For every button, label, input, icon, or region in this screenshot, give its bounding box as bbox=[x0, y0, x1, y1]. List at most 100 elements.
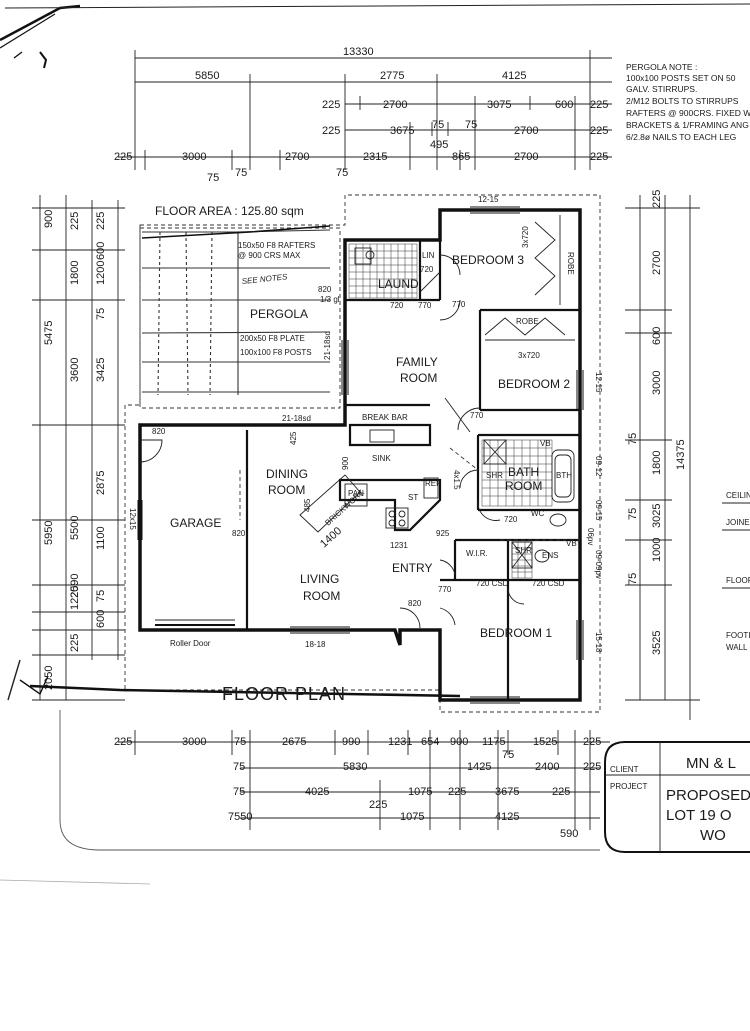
project-title: WO bbox=[700, 827, 726, 844]
dim-top: 2700 bbox=[514, 151, 538, 163]
dim-label: 4x1.5 bbox=[452, 470, 461, 490]
dim-right: 1000 bbox=[651, 538, 663, 562]
dim-right: 3000 bbox=[651, 371, 663, 395]
dim-left: 1225 bbox=[69, 586, 81, 610]
room-label-dining: DINING bbox=[266, 467, 308, 481]
label-break-bar: BREAK BAR bbox=[362, 413, 408, 422]
note-line: 2/M12 BOLTS TO STIRRUPS bbox=[626, 96, 739, 106]
vanity-label: VB bbox=[566, 539, 577, 548]
floor-plan bbox=[124, 194, 601, 713]
pergola-rafters-note: 150x50 F8 RAFTERS bbox=[238, 241, 315, 250]
room-label-robe: ROBE bbox=[516, 317, 539, 326]
dim-bottom: 75 bbox=[502, 749, 514, 761]
dim-top: 3075 bbox=[487, 99, 511, 111]
dim-top: 865 bbox=[452, 151, 470, 163]
dim-bottom: 225 bbox=[552, 786, 570, 798]
pergola-note: PERGOLA NOTE : 100x100 POSTS SET ON 50 G… bbox=[626, 62, 750, 142]
dim-top: 75 bbox=[235, 167, 247, 179]
room-label-family: FAMILY bbox=[396, 355, 438, 369]
dim-bottom: 225 bbox=[448, 786, 466, 798]
dim-top: 225 bbox=[114, 151, 132, 163]
room-label-robe: ROBE bbox=[566, 252, 575, 275]
dim-bottom: 900 bbox=[450, 736, 468, 748]
room-label-bedroom-3: BEDROOM 3 bbox=[452, 253, 524, 267]
doors bbox=[139, 254, 525, 629]
shower bbox=[483, 439, 507, 465]
door-size: 770 bbox=[418, 301, 432, 310]
side-label: CEILIN bbox=[726, 491, 750, 500]
note-line: GALV. STIRRUPS. bbox=[626, 84, 697, 94]
dim-bottom: 1525 bbox=[533, 736, 557, 748]
dim-label: 425 bbox=[289, 431, 298, 445]
room-label-laundry: LAUND bbox=[378, 277, 419, 291]
door-size: 820 bbox=[318, 285, 332, 294]
dim-right: 2700 bbox=[651, 251, 663, 275]
laundry-tiles bbox=[348, 243, 418, 299]
pergola-rafters-note: @ 900 CRS MAX bbox=[238, 251, 301, 260]
door-size: 720 CSD bbox=[476, 579, 509, 588]
dim-bottom: 654 bbox=[421, 736, 439, 748]
window-size: 12-15 bbox=[594, 372, 603, 393]
dim-bottom: 225 bbox=[369, 799, 387, 811]
stove-label: ST bbox=[408, 493, 418, 502]
note-line: 100x100 POSTS SET ON 50 bbox=[626, 73, 736, 83]
dim-top: 75 bbox=[336, 167, 348, 179]
pantry bbox=[344, 483, 368, 507]
dim-top: 225 bbox=[590, 125, 608, 137]
cooktop bbox=[385, 507, 409, 529]
door-size: 720 bbox=[390, 301, 404, 310]
door-size: 770 bbox=[470, 411, 484, 420]
project-title: LOT 19 O bbox=[666, 807, 732, 824]
dim-left: 3425 bbox=[95, 358, 107, 382]
dim-right: 3525 bbox=[651, 631, 663, 655]
dim-top: 5850 bbox=[195, 70, 219, 82]
window-size: 06pv bbox=[586, 528, 595, 545]
window-size: 21-18sd bbox=[323, 331, 332, 360]
dim-left: 225 bbox=[69, 634, 81, 652]
dim-bottom: 75 bbox=[233, 786, 245, 798]
windows bbox=[137, 206, 584, 704]
note-line: 6/2.8ø NAILS TO EACH LEG bbox=[626, 132, 736, 142]
window-size: 09-12 bbox=[594, 456, 603, 477]
room-label-living: LIVING bbox=[300, 572, 339, 586]
window-size: 15-18 bbox=[594, 632, 603, 653]
dim-bottom: 1075 bbox=[408, 786, 432, 798]
dim-top: 225 bbox=[590, 99, 608, 111]
room-label-bedroom-2: BEDROOM 2 bbox=[498, 377, 570, 391]
dim-bottom: 75 bbox=[233, 761, 245, 773]
window-size: 12-15 bbox=[478, 195, 499, 204]
floor-plan-title: FLOOR PLAN bbox=[222, 684, 346, 704]
handwritten-note: SEE NOTES bbox=[241, 272, 288, 286]
dim-left: 5500 bbox=[69, 516, 81, 540]
label-sink: SINK bbox=[372, 454, 391, 463]
door-size: 770 bbox=[438, 585, 452, 594]
dim-left: 5475 bbox=[43, 321, 55, 345]
dim-left: 3600 bbox=[69, 358, 81, 382]
bath-label: BTH bbox=[556, 471, 572, 480]
dim-left: 1200 bbox=[95, 261, 107, 285]
dim-left: 75 bbox=[95, 308, 107, 320]
robe-doors-bed3 bbox=[534, 221, 556, 296]
dim-bottom: 4125 bbox=[495, 811, 519, 823]
dim-bottom: 225 bbox=[114, 736, 132, 748]
dim-top: 225 bbox=[590, 151, 608, 163]
label-brickwork-depth: 485 bbox=[303, 498, 312, 512]
room-label-family: ROOM bbox=[400, 371, 437, 385]
top-dimensions: 13330 5850 2775 4125 225 2700 3075 600 2… bbox=[114, 46, 612, 184]
side-label: FLOOR bbox=[726, 576, 750, 585]
ensuite-shower bbox=[511, 541, 533, 569]
door-size: 820 bbox=[232, 529, 246, 538]
dim-label: 925 bbox=[436, 529, 450, 538]
vanity-label: VB bbox=[540, 439, 551, 448]
bottom-dimensions: 225 3000 75 2675 990 1231 654 900 1175 7… bbox=[114, 730, 610, 840]
dim-top: 75 bbox=[207, 172, 219, 184]
section-labels: CEILIN JOINER FLOOR FOOTI WALL bbox=[722, 491, 750, 652]
laundry-tub bbox=[365, 250, 375, 260]
glazing-label: 1/3 gl bbox=[320, 295, 340, 304]
dim-bottom: 1075 bbox=[400, 811, 424, 823]
dim-bottom: 1175 bbox=[482, 736, 506, 748]
dim-top: 3675 bbox=[390, 125, 414, 137]
break-bar bbox=[348, 423, 432, 447]
project-label: PROJECT bbox=[610, 782, 647, 791]
